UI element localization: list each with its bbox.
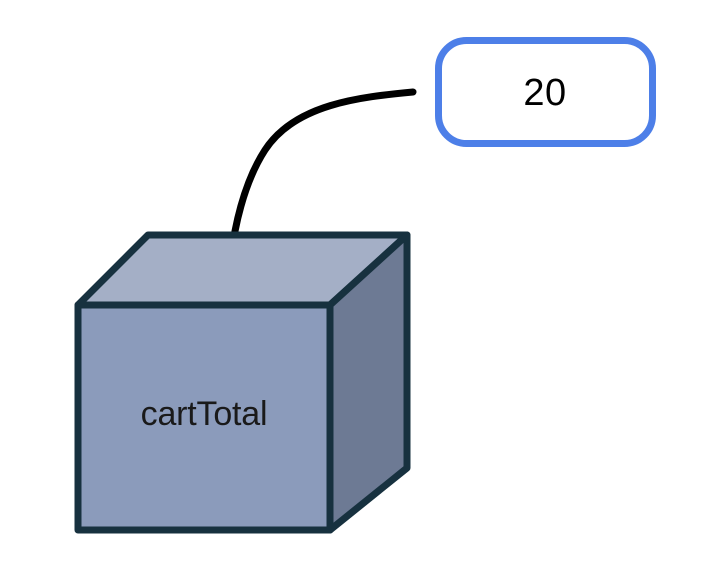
cube-front-face xyxy=(74,301,334,534)
variable-name-label: cartTotal xyxy=(141,395,268,433)
assignment-arrow-curve xyxy=(227,88,417,262)
value-box[interactable]: 20 xyxy=(435,37,656,147)
value-box-text: 20 xyxy=(523,72,566,114)
value-box-frame xyxy=(435,37,656,147)
variable-cube[interactable]: cartTotal xyxy=(74,231,411,534)
